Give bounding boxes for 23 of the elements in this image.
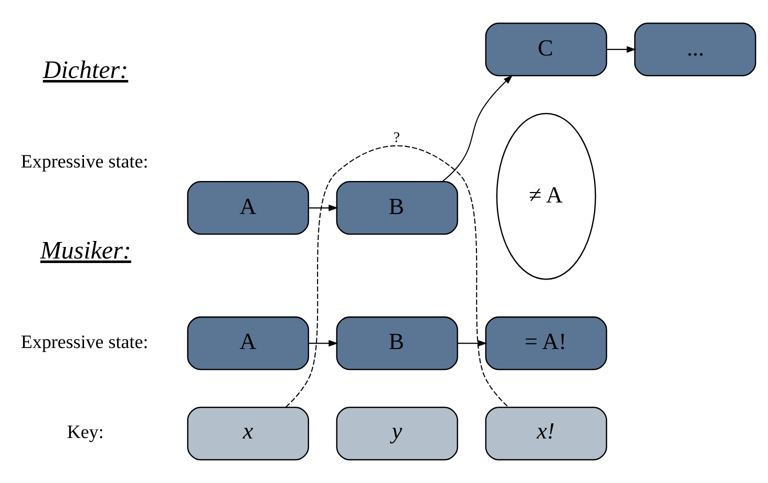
node-box: y [336,406,458,460]
label: Musiker: [40,238,132,264]
label: Dichter: [42,56,128,84]
arrow [606,46,636,53]
label: Expressive state: [20,151,148,172]
label: Key: [67,422,104,444]
node-box: A [187,316,310,370]
arrow [442,74,513,182]
node-ellipse: ≠ A [496,112,596,280]
label: Expressive state: [20,332,148,353]
arrow [458,340,488,347]
node-box: = A! [485,316,608,370]
node-box: B [336,181,458,235]
node-box: x [187,406,310,460]
node-box: B [336,316,458,370]
node-box: x! [485,406,608,460]
node-box: A [187,181,310,235]
node-box: ... [634,22,756,76]
edge-label: ? [393,130,400,146]
arrow [308,340,338,347]
node-box: C [485,22,608,76]
arrow [308,204,338,212]
connector [285,146,509,408]
